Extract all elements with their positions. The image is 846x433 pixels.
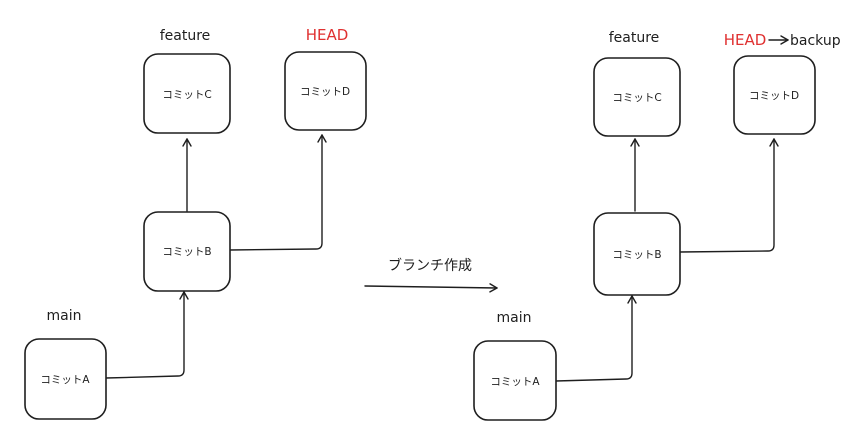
commit-c-node-after: コミットC <box>593 57 681 137</box>
before-graph: コミットC コミットD コミットB コミットA feature HEAD mai… <box>24 26 367 420</box>
edge-a-to-b <box>105 291 189 379</box>
commit-c-node: コミットC <box>143 53 231 134</box>
commit-d-node-after: コミットD <box>733 55 816 135</box>
commit-b-node-after: コミットB <box>593 212 681 296</box>
edge-b-to-d <box>229 134 327 251</box>
commit-d-label-after: コミットD <box>749 90 799 102</box>
after-graph: コミットC コミットD コミットB コミットA feature HEAD bac… <box>473 30 841 421</box>
backup-label: backup <box>790 33 841 49</box>
edge-a-to-b-after <box>555 295 637 382</box>
commit-b-node: コミットB <box>143 211 231 292</box>
commit-c-label-after: コミットC <box>612 92 661 104</box>
head-label-after: HEAD <box>724 31 767 49</box>
main-label: main <box>47 308 82 324</box>
commit-a-label-after: コミットA <box>490 376 540 388</box>
commit-d-node: コミットD <box>284 51 367 131</box>
feature-label: feature <box>160 28 211 44</box>
feature-label-after: feature <box>609 30 660 46</box>
commit-a-node-after: コミットA <box>473 340 557 421</box>
commit-a-label: コミットA <box>40 374 90 386</box>
edge-b-to-d-after <box>679 138 779 253</box>
action-arrow <box>364 283 498 293</box>
commit-b-label: コミットB <box>162 246 211 258</box>
action-label: ブランチ作成 <box>388 257 472 274</box>
action-transition: ブランチ作成 <box>364 257 498 293</box>
commit-a-node: コミットA <box>24 338 107 420</box>
commit-d-label: コミットD <box>300 86 350 98</box>
head-label: HEAD <box>306 26 349 44</box>
main-label-after: main <box>497 310 532 326</box>
commit-b-label-after: コミットB <box>612 249 661 261</box>
commit-c-label: コミットC <box>162 89 211 101</box>
